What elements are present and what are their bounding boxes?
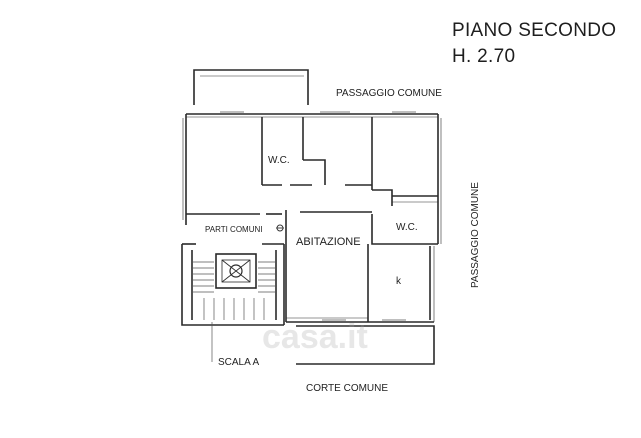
label-scala: SCALA A [218,357,260,368]
label-kitchen: k [396,276,401,287]
ceiling-height: H. 2.70 [452,46,516,67]
balcony-top [193,69,309,105]
floor-title: PIANO SECONDO [452,20,617,41]
label-parti-comuni: PARTI COMUNI [205,225,263,234]
label-wc-2: W.C. [396,222,418,233]
label-passaggio-top: PASSAGGIO COMUNE [336,88,442,99]
stair-outline [181,244,284,326]
watermark: casa.it [262,318,368,356]
label-abitazione: ABITAZIONE [296,236,361,248]
elevator [215,253,257,289]
label-wc-1: W.C. [268,155,290,166]
label-passaggio-side: PASSAGGIO COMUNE [470,182,481,288]
label-corte: CORTE COMUNE [306,383,389,394]
